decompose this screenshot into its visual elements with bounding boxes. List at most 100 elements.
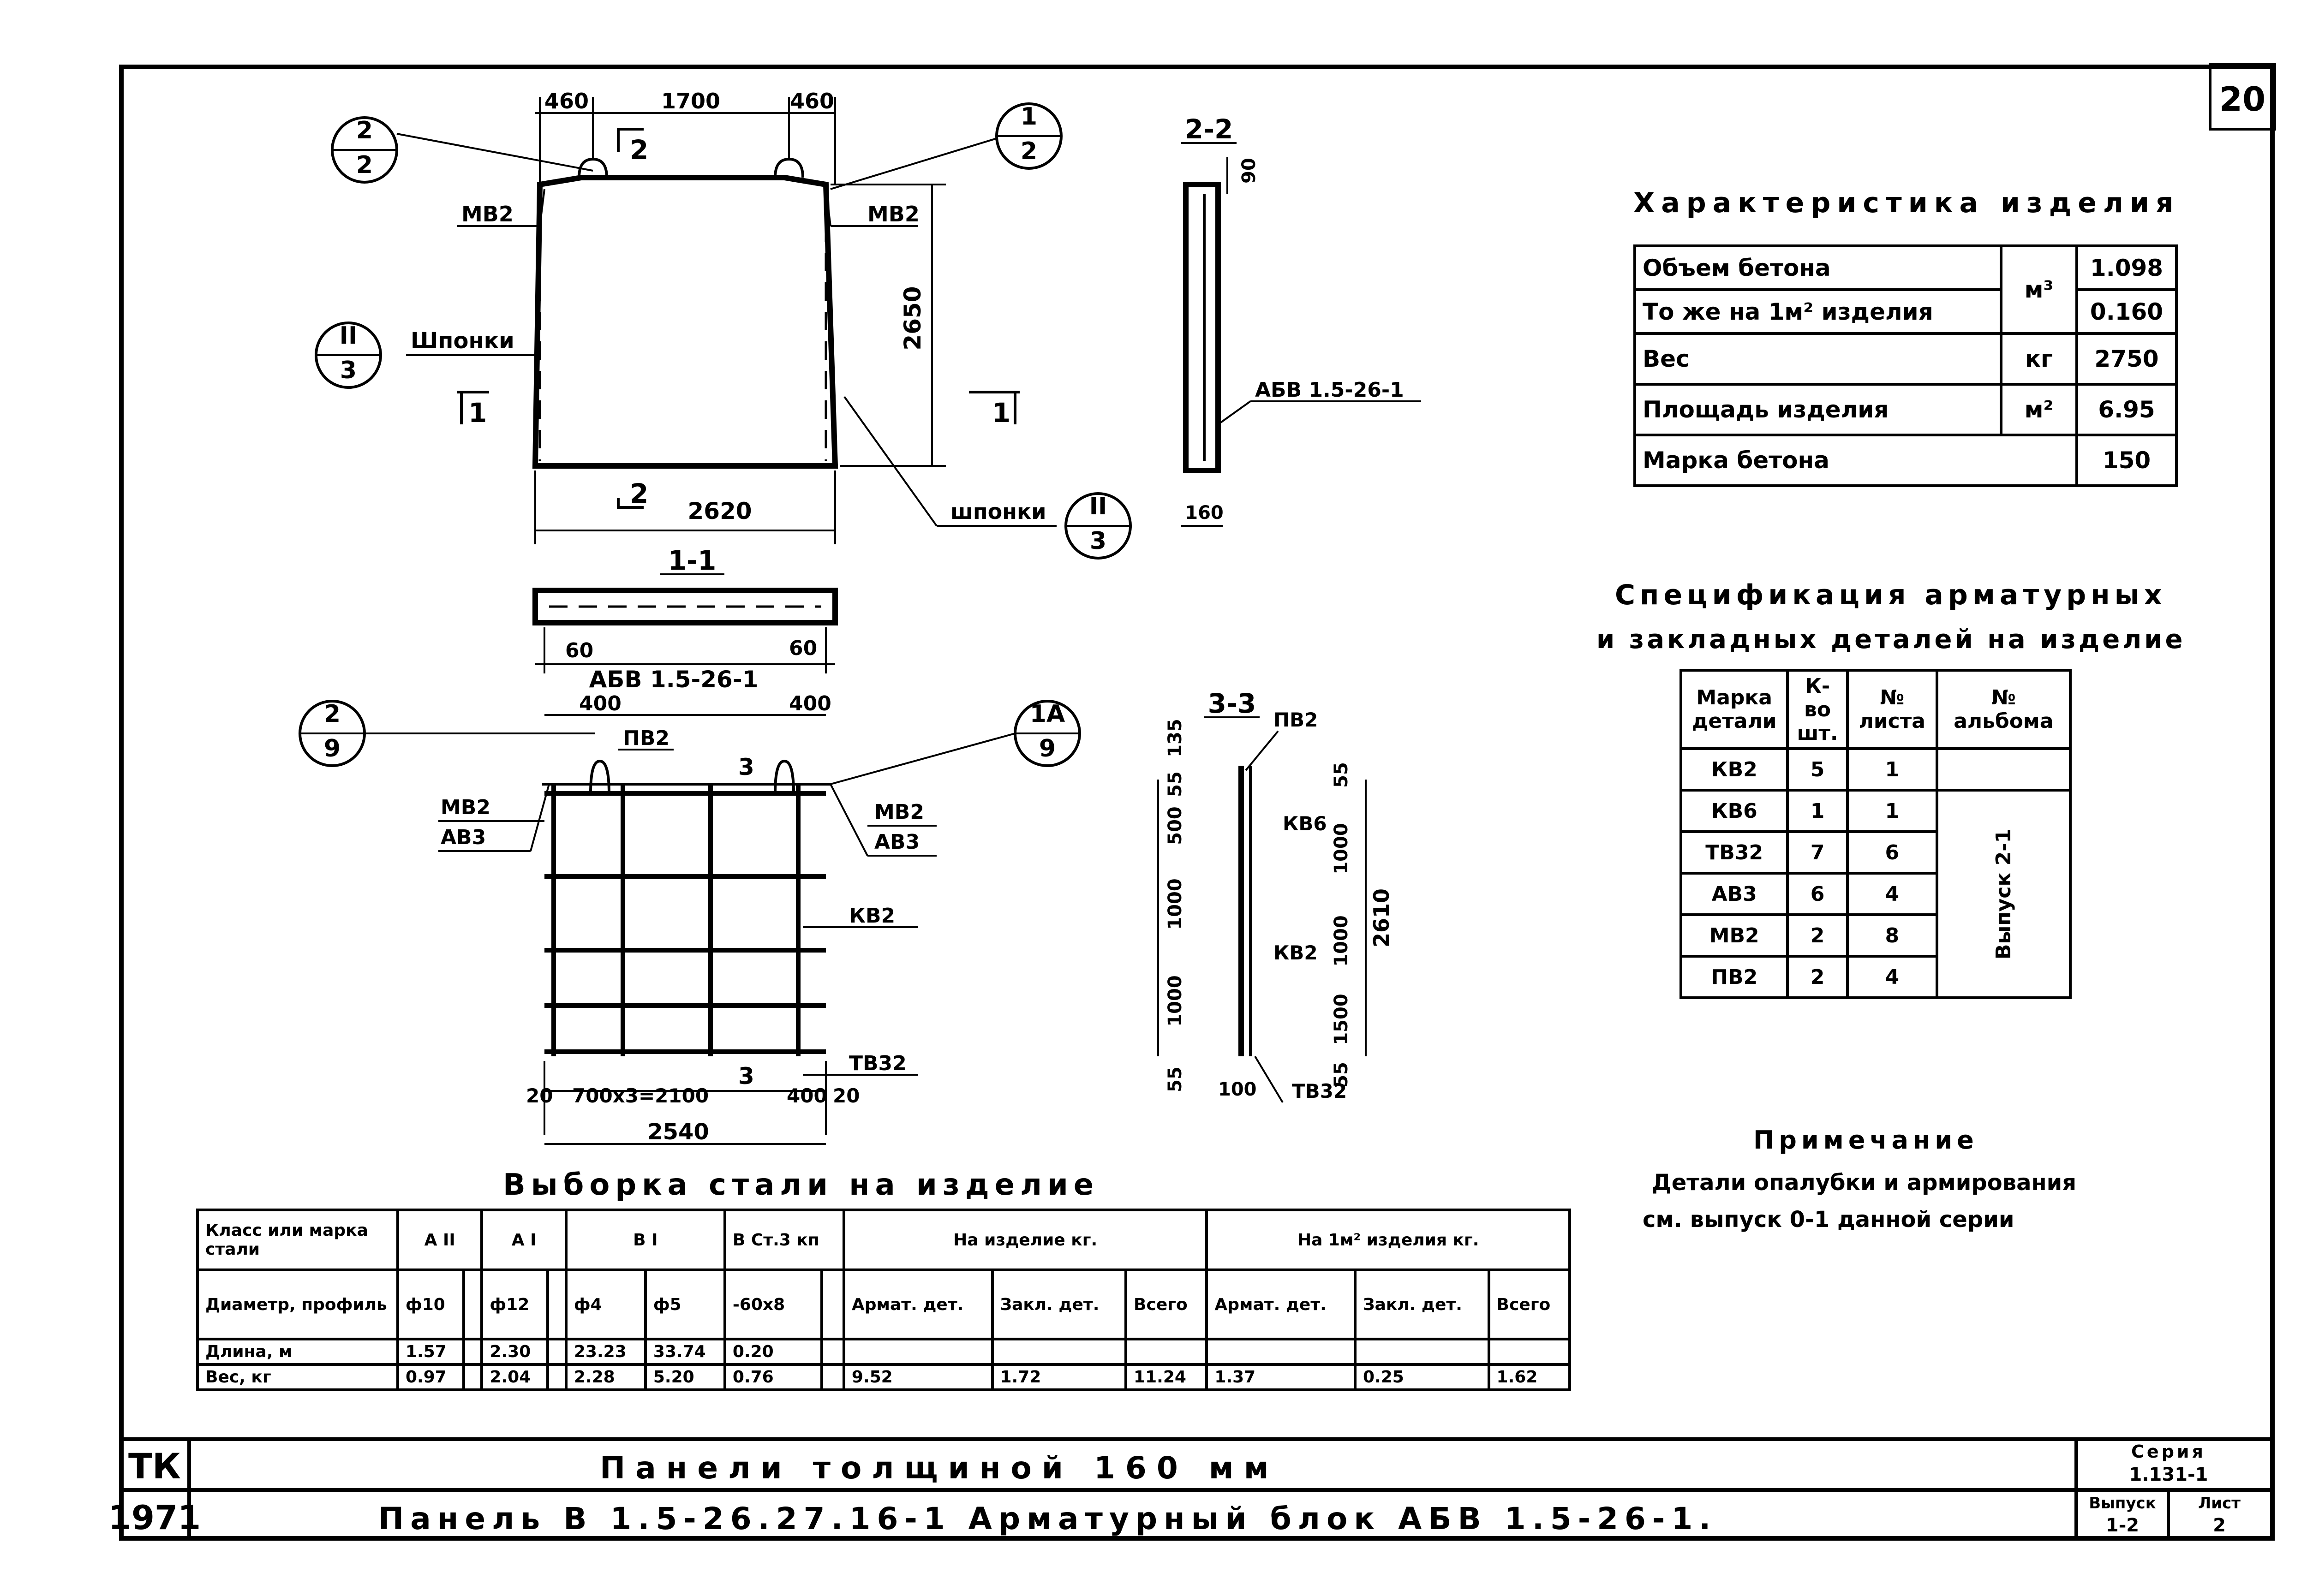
svg-text:II: II: [1089, 493, 1107, 520]
steel-per-item: На изделие кг.: [842, 1209, 1208, 1271]
steel-table: Класс или марка стали А II А I В I В Ст.…: [196, 1209, 1572, 1391]
label-pb2-block: ПВ2: [623, 727, 669, 750]
spec-cell: [1935, 747, 2072, 792]
char-name: Объем бетона: [1633, 244, 2002, 291]
block-dim-400: 400: [787, 1084, 827, 1107]
steel-wt: 2.28: [564, 1363, 647, 1391]
height-dim: 2650: [899, 286, 926, 350]
steel-profile: ф12: [480, 1268, 550, 1340]
steel-wt: 9.52: [842, 1363, 994, 1391]
spec-cell: 1: [1846, 747, 1938, 792]
svg-text:2: 2: [1021, 137, 1037, 165]
callout-ii-3-right: II 3: [1064, 492, 1132, 560]
spec-cell: 5: [1786, 747, 1849, 792]
characteristics-title: Характеристика изделия: [1633, 187, 2180, 219]
spec-cell: КВ6: [1679, 789, 1789, 833]
spec-cell: 2: [1786, 955, 1849, 999]
spec-header: № альбома: [1935, 669, 2072, 750]
top-dim-mid: 1700: [661, 89, 720, 113]
svg-text:1000: 1000: [1165, 975, 1186, 1026]
spec-cell: МВ2: [1679, 913, 1789, 958]
note-title: Примечание: [1753, 1126, 1978, 1155]
spec-cell: КВ2: [1679, 747, 1789, 792]
steel-profile: [820, 1268, 845, 1340]
steel-wt: 0.76: [723, 1363, 823, 1391]
spec-header: Марка детали: [1679, 669, 1789, 750]
steel-profile: ф4: [564, 1268, 647, 1340]
sec22-title: 2-2: [1185, 113, 1233, 145]
steel-len: 1.57: [396, 1338, 465, 1366]
sec22-dim-top: 90: [1238, 158, 1260, 184]
svg-text:3: 3: [340, 357, 357, 384]
svg-text:1А: 1А: [1030, 700, 1065, 728]
char-name: То же на 1м² изделия: [1633, 288, 2002, 335]
char-value: 150: [2075, 434, 2178, 487]
tb-sheet-value: 2: [2213, 1515, 2226, 1536]
label-shponki-right: шпонки: [950, 499, 1046, 524]
label-tb32-block: ТВ32: [849, 1052, 907, 1075]
steel-profile: [546, 1268, 568, 1340]
specification-table: Марка детали К-во шт. № листа № альбома …: [1679, 669, 2072, 999]
steel-subcol: Всего: [1487, 1268, 1572, 1340]
spec-cell: 1: [1846, 789, 1938, 833]
sec11-dim-right: 60: [789, 637, 817, 660]
tb-left-bottom: 1971: [108, 1498, 201, 1537]
steel-len: [1124, 1338, 1208, 1366]
steel-h-diam: Диаметр, профиль: [196, 1268, 399, 1340]
steel-len: [820, 1338, 845, 1366]
steel-len: 2.30: [480, 1338, 550, 1366]
spec-album-merged: Выпуск 2-1: [1935, 789, 2072, 999]
svg-text:55: 55: [1331, 762, 1352, 788]
section-2-2: 2-2 90 АБВ 1.5-26-1 160: [1181, 113, 1421, 527]
steel-wt: 0.97: [396, 1363, 465, 1391]
char-value: 2750: [2075, 332, 2178, 386]
spec-header: № листа: [1846, 669, 1938, 750]
steel-wt: 5.20: [644, 1363, 726, 1391]
spec-cell: ПВ2: [1679, 955, 1789, 999]
section-3-3: 3-3 ПВ2 КВ6 КВ2 ТВ32 135 55 500 1000 100…: [1157, 688, 1394, 1103]
characteristics-table: Объем бетона м³ 1.098 То же на 1м² издел…: [1633, 244, 2178, 487]
svg-text:1500: 1500: [1331, 994, 1352, 1045]
spec-cell: 7: [1786, 830, 1849, 875]
section-1-1: 1-1 60 60: [532, 545, 838, 673]
char-name: Марка бетона: [1633, 434, 2078, 487]
svg-text:1000: 1000: [1331, 823, 1352, 874]
steel-wt: [546, 1363, 568, 1391]
svg-text:500: 500: [1165, 806, 1186, 845]
tb-sheet-label: Лист: [2198, 1494, 2241, 1513]
spec-title-1: Спецификация арматурных: [1615, 579, 2167, 611]
top-dim-right: 460: [790, 89, 834, 113]
svg-text:II: II: [340, 322, 358, 350]
char-unit: м²: [2000, 383, 2078, 436]
svg-text:1000: 1000: [1331, 915, 1352, 966]
panel-outline: [532, 175, 838, 469]
top-dim-left: 460: [544, 89, 589, 113]
sec22-dim-width: 160: [1185, 502, 1224, 524]
steel-wt: 1.62: [1487, 1363, 1572, 1391]
spec-cell: 4: [1846, 955, 1938, 999]
sheet-number: 20: [2219, 80, 2265, 119]
tb-line-1: Панели толщиной 160 мм: [600, 1450, 1279, 1486]
tb-series-label: Серия: [2131, 1441, 2206, 1462]
char-name: Площадь изделия: [1633, 383, 2002, 436]
svg-text:9: 9: [1039, 735, 1056, 762]
label-kb2-block: КВ2: [849, 904, 895, 928]
label-ab3-block-left: АВ3: [441, 826, 486, 849]
callout-2-9: 2 9: [299, 700, 595, 767]
block-dim-left: 400: [579, 692, 622, 715]
steel-subcol: Армат. дет.: [1205, 1268, 1357, 1340]
label-mb2-right: МВ2: [867, 202, 920, 226]
label-mb2-block-left: МВ2: [441, 796, 490, 819]
tb-issue-value: 1-2: [2106, 1515, 2139, 1536]
svg-text:3: 3: [1090, 527, 1106, 555]
steel-len: 23.23: [564, 1338, 647, 1366]
sec11-title: 1-1: [668, 545, 717, 576]
steel-profile: ф5: [644, 1268, 726, 1340]
sec22-label: АБВ 1.5-26-1: [1255, 378, 1404, 402]
tb-left-top: ТК: [128, 1446, 181, 1487]
steel-wt: 2.04: [480, 1363, 550, 1391]
steel-wt: [462, 1363, 484, 1391]
spec-cell: АВ3: [1679, 872, 1789, 916]
callout-1-2: 1 2: [830, 102, 1063, 190]
svg-text:2: 2: [356, 117, 373, 144]
